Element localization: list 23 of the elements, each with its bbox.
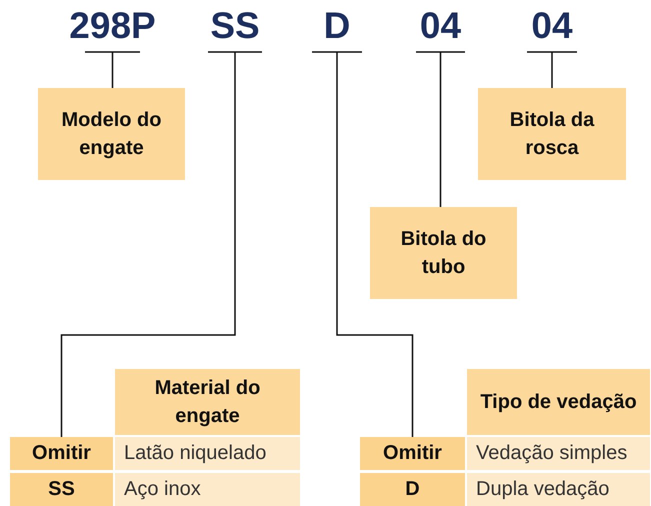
- field-heading-box: Modelo do engate: [38, 88, 185, 180]
- table-cell: Latão niquelado: [115, 437, 300, 470]
- field-heading-box: Bitola da rosca: [478, 88, 626, 180]
- field-heading-box: Tipo de vedação: [467, 369, 650, 435]
- part-code: 04: [531, 5, 573, 47]
- field-heading-box: Material do engate: [115, 369, 300, 435]
- part-code: SS: [210, 5, 260, 47]
- leader-line: [336, 52, 414, 437]
- field-heading-box: Bitola do tubo: [370, 207, 517, 299]
- leader-line: [112, 52, 114, 88]
- table-cell: Aço inox: [115, 473, 300, 506]
- part-code: 298P: [69, 5, 156, 47]
- part-code: 04: [420, 5, 462, 47]
- leader-line: [551, 52, 553, 88]
- leader-line: [60, 52, 236, 437]
- table-cell: D: [360, 473, 465, 506]
- table-cell: Omitir: [10, 437, 113, 470]
- table-cell: Omitir: [360, 437, 465, 470]
- part-code: D: [324, 5, 350, 47]
- table-cell: SS: [10, 473, 113, 506]
- table-cell: Dupla vedação: [467, 473, 650, 506]
- table-cell: Vedação simples: [467, 437, 650, 470]
- leader-line: [440, 52, 442, 207]
